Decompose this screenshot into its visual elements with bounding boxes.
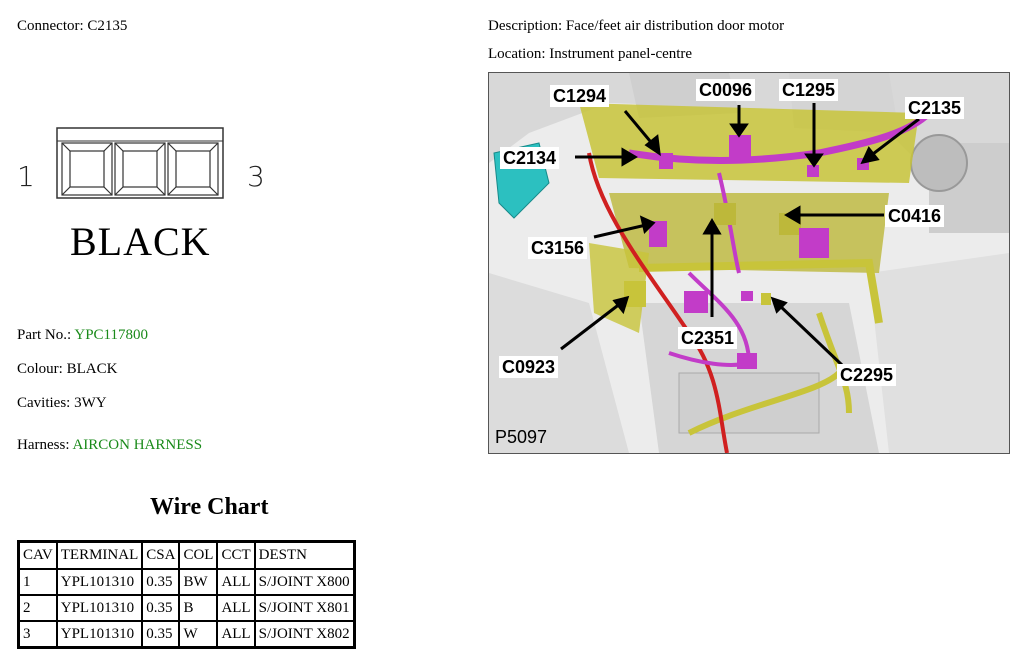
table-cell: B xyxy=(178,594,219,622)
callout-label: C2295 xyxy=(837,364,897,386)
table-cell: ALL xyxy=(216,594,256,622)
callout-label: C0923 xyxy=(499,356,559,378)
callout-label: C0096 xyxy=(696,79,756,101)
table-cell: 0.35 xyxy=(141,594,181,622)
callout-label: C2135 xyxy=(905,97,965,119)
callout-label: C1295 xyxy=(779,79,839,101)
pin-number-right: 3 xyxy=(247,160,265,193)
table-cell: S/JOINT X801 xyxy=(253,594,356,622)
location-photo: C1294 C0096 C1295 C2135 C2134 C0416 C315… xyxy=(488,72,1010,454)
table-row: 1 YPL101310 0.35 BW ALL S/JOINT X800 xyxy=(17,568,356,596)
table-cell: ALL xyxy=(216,620,256,649)
table-cell: 1 xyxy=(17,568,58,596)
table-cell: ALL xyxy=(216,568,256,596)
description-row: Description: Face/feet air distribution … xyxy=(488,18,785,34)
table-cell: 3 xyxy=(17,620,58,649)
table-row: 2 YPL101310 0.35 B ALL S/JOINT X801 xyxy=(17,594,356,622)
column-header: CCT xyxy=(216,540,256,570)
photo-reference-id: P5097 xyxy=(495,427,548,447)
column-header: CAV xyxy=(17,540,58,570)
column-header: CSA xyxy=(141,540,181,570)
table-header-row: CAV TERMINAL CSA COL CCT DESTN xyxy=(17,540,356,570)
callout-label: C0416 xyxy=(885,205,945,227)
table-cell: 0.35 xyxy=(141,568,181,596)
table-row: 3 YPL101310 0.35 W ALL S/JOINT X802 xyxy=(17,620,356,649)
table-cell: W xyxy=(178,620,219,649)
callout-label: C2351 xyxy=(678,327,738,349)
connector-label: Connector: C2135 xyxy=(17,18,128,34)
location-row: Location: Instrument panel-centre xyxy=(488,46,693,62)
callout-label: C1294 xyxy=(550,85,610,107)
table-cell: YPL101310 xyxy=(55,620,144,649)
harness-label: Harness: xyxy=(17,437,70,453)
part-number-link[interactable]: YPC117800 xyxy=(74,327,148,343)
location-photo-illustration xyxy=(489,73,1009,453)
column-header: COL xyxy=(178,540,219,570)
table-cell: YPL101310 xyxy=(55,568,144,596)
pin-number-left: 1 xyxy=(17,160,35,193)
table-cell: BW xyxy=(178,568,219,596)
callout-label: C2134 xyxy=(500,147,560,169)
column-header: DESTN xyxy=(253,540,356,570)
table-cell: 0.35 xyxy=(141,620,181,649)
table-cell: YPL101310 xyxy=(55,594,144,622)
wire-chart-table: CAV TERMINAL CSA COL CCT DESTN 1 YPL1013… xyxy=(17,540,356,649)
wire-chart-title: Wire Chart xyxy=(150,494,269,520)
harness-row: Harness: AIRCON HARNESS xyxy=(17,437,202,454)
cavities-row: Cavities: 3WY xyxy=(17,395,107,411)
connector-face-diagram xyxy=(56,127,224,199)
table-cell: S/JOINT X800 xyxy=(253,568,356,596)
part-number-label: Part No.: xyxy=(17,327,72,343)
connector-colour-label: BLACK xyxy=(70,219,211,264)
harness-link[interactable]: AIRCON HARNESS xyxy=(72,437,203,453)
part-number-row: Part No.: YPC117800 xyxy=(17,327,148,344)
colour-row: Colour: BLACK xyxy=(17,361,118,377)
table-cell: S/JOINT X802 xyxy=(253,620,356,649)
callout-label: C3156 xyxy=(528,237,588,259)
column-header: TERMINAL xyxy=(55,540,144,570)
table-cell: 2 xyxy=(17,594,58,622)
